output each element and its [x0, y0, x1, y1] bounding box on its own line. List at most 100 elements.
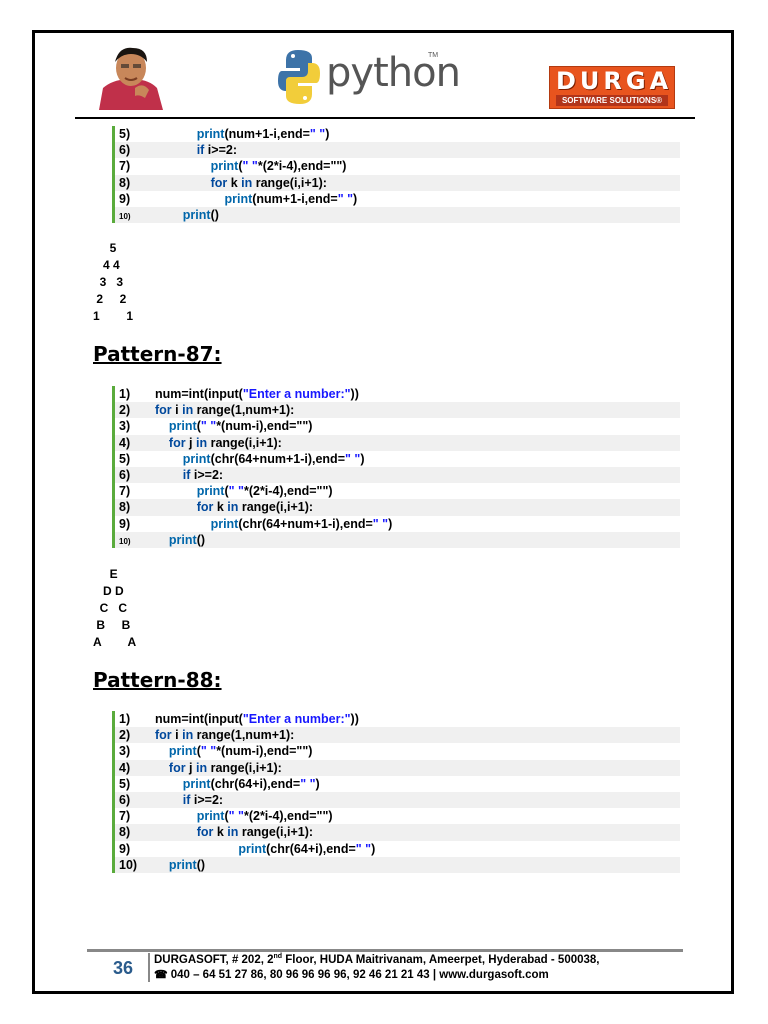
- code-token: " ": [300, 776, 316, 791]
- code-line: 5) print(num+1-i,end=" "): [115, 126, 680, 142]
- code-token: *(2*i-4),end=""): [257, 159, 347, 174]
- line-number: 8): [119, 500, 131, 515]
- code-line: 10) print(): [115, 856, 680, 873]
- code-line: 3) print(" "*(num-i),end=""): [115, 418, 680, 434]
- code-token: [155, 436, 169, 450]
- durga-logo: DURGA SOFTWARE SOLUTIONS®: [549, 66, 675, 109]
- line-number: 7): [119, 809, 131, 824]
- code-token: in: [227, 500, 239, 515]
- code-token: i: [171, 403, 183, 418]
- code-token: [155, 858, 169, 872]
- code-token: for: [196, 825, 214, 840]
- code-token: k: [227, 175, 242, 190]
- line-number: 7): [119, 159, 131, 174]
- code-token: ): [315, 776, 320, 791]
- code-token: k: [213, 500, 228, 515]
- code-token: range(i,i+1):: [207, 760, 282, 775]
- code-token: [155, 533, 169, 547]
- footer-address: DURGASOFT, # 202, 2nd Floor, HUDA Maitri…: [154, 953, 600, 966]
- code-line: 1) num=int(input("Enter a number:")): [115, 711, 680, 727]
- code-token: )): [350, 387, 359, 401]
- code-token: )): [350, 712, 359, 726]
- code-token: range(1,num+1):: [193, 403, 295, 418]
- code-line: 8) for k in range(i,i+1):: [115, 824, 680, 841]
- page-number: 36: [113, 958, 134, 978]
- code-line: 2)for i in range(1,num+1):: [115, 402, 680, 419]
- code-token: print: [168, 857, 197, 872]
- code-line: 7) print(" "*(2*i-4),end=""): [115, 483, 680, 499]
- page-header: python TM DURGA SOFTWARE SOLUTIONS®: [62, 40, 682, 120]
- code-token: in: [196, 760, 208, 775]
- code-token: in: [241, 175, 253, 190]
- author-photo: [95, 44, 167, 110]
- line-number: 9): [119, 191, 131, 206]
- code-token: j: [185, 760, 196, 775]
- code-token: (chr(64+num+1-i),end=: [210, 451, 345, 466]
- code-line: 7) print(" "*(2*i-4),end=""): [115, 808, 680, 824]
- code-token: num=int(input(: [155, 387, 243, 401]
- code-token: in: [182, 728, 194, 743]
- code-token: [155, 468, 183, 482]
- code-token: [155, 143, 197, 157]
- code-token: (: [196, 744, 201, 759]
- line-number: 8): [119, 175, 131, 190]
- line-number: 1): [119, 712, 131, 726]
- code-token: [155, 809, 197, 823]
- code-token: if: [182, 792, 191, 807]
- code-token: (: [224, 809, 229, 824]
- line-number: 6): [119, 792, 131, 807]
- code-token: print: [182, 207, 211, 222]
- code-token: " ": [345, 451, 361, 466]
- code-line: 5) print(chr(64+num+1-i),end=" "): [115, 451, 680, 467]
- code-token: num=int(input(: [155, 712, 243, 726]
- footer-divider: [87, 949, 683, 952]
- code-token: [155, 793, 183, 807]
- code-block-pattern-87: 1)num=int(input("Enter a number:"))2)for…: [112, 386, 680, 548]
- code-token: print: [196, 809, 225, 824]
- line-number: 8): [119, 825, 131, 840]
- output-line: B B: [93, 618, 131, 632]
- code-token: [155, 127, 197, 141]
- python-wordmark: python: [326, 50, 461, 96]
- code-token: for: [196, 500, 214, 515]
- durga-logo-text: DURGA: [556, 67, 673, 95]
- line-number: 6): [119, 143, 131, 158]
- footer-separator: [148, 953, 150, 982]
- line-number: 10): [119, 536, 131, 546]
- code-token: "Enter a number:": [242, 712, 351, 726]
- code-token: [155, 192, 224, 206]
- code-token: *(2*i-4),end=""): [243, 809, 333, 824]
- code-line: 4) for j in range(i,i+1):: [115, 434, 680, 451]
- code-token: (num+1-i,end=: [224, 127, 310, 141]
- code-token: [155, 744, 169, 758]
- line-number: 5): [119, 776, 131, 791]
- code-token: print: [238, 841, 267, 856]
- line-number: 2): [119, 728, 131, 743]
- footer-contact: ☎040 – 64 51 27 86, 80 96 96 96 96, 92 4…: [154, 969, 549, 981]
- code-token: [155, 500, 197, 514]
- code-token: (): [196, 532, 206, 547]
- line-number: 5): [119, 451, 131, 466]
- code-token: for: [155, 403, 172, 418]
- code-token: print: [210, 516, 239, 531]
- python-logo: [278, 50, 320, 104]
- code-line: 9) print(chr(64+num+1-i),end=" "): [115, 516, 680, 532]
- code-token: k: [213, 825, 228, 840]
- output-line: D D: [93, 584, 124, 598]
- durga-tagline: SOFTWARE SOLUTIONS®: [556, 95, 668, 106]
- code-token: [155, 825, 197, 839]
- code-token: in: [196, 435, 208, 450]
- code-token: ): [388, 516, 393, 531]
- python-tm: TM: [428, 52, 439, 59]
- code-token: *(num-i),end=""): [216, 744, 313, 759]
- pattern-87-title: Pattern-87:: [93, 342, 222, 366]
- code-token: (): [210, 207, 219, 222]
- line-number: 9): [119, 516, 131, 531]
- code-token: in: [182, 403, 194, 418]
- code-line: 7) print(" "*(2*i-4),end=""): [115, 158, 680, 174]
- code-token: print: [210, 159, 239, 174]
- code-token: range(i,i+1):: [238, 500, 314, 515]
- line-number: 7): [119, 484, 131, 499]
